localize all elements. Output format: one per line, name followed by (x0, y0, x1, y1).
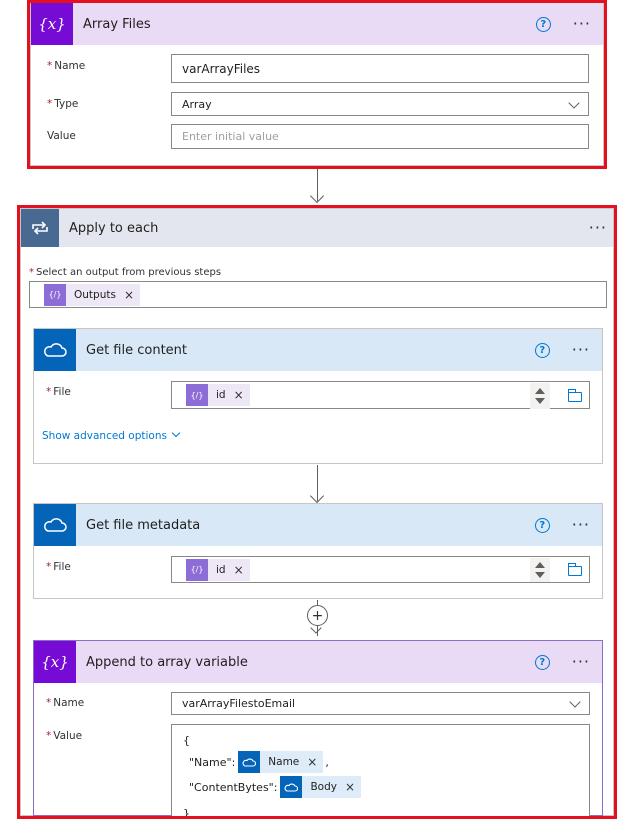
value-editor[interactable]: { "Name": Name × , "ContentBytes": Body … (171, 724, 590, 820)
array-files-header[interactable]: {x} Array Files ? ··· (31, 3, 603, 45)
json-open-brace: { (183, 734, 190, 747)
select-output-input[interactable]: {/} Outputs × (29, 281, 607, 308)
remove-token-icon[interactable]: × (233, 388, 244, 402)
card-title: Append to array variable (86, 654, 248, 670)
more-options-icon[interactable]: ··· (571, 652, 590, 671)
onedrive-cloud-icon (34, 329, 76, 371)
help-icon[interactable]: ? (534, 517, 550, 533)
chevron-down-icon (171, 428, 181, 438)
name-input[interactable]: varArrayFiles (171, 54, 589, 83)
onedrive-cloud-icon (238, 751, 261, 773)
type-select[interactable]: Array (171, 92, 589, 116)
chevron-down-icon (568, 97, 580, 109)
remove-token-icon[interactable]: × (233, 562, 244, 577)
get-file-metadata-header[interactable]: Get file metadata ? ··· (34, 504, 602, 546)
card-title: Get file metadata (86, 517, 201, 533)
name-select[interactable]: varArrayFilestoEmail (171, 692, 590, 715)
spinner-arrows-icon[interactable] (530, 383, 550, 409)
id-token[interactable]: {/} id × (186, 384, 250, 406)
value-input[interactable]: Enter initial value (171, 124, 589, 149)
help-icon[interactable]: ? (534, 654, 550, 670)
append-header[interactable]: {x} Append to array variable ? ··· (34, 641, 602, 683)
type-label: *Type (47, 98, 79, 110)
json-line-contentbytes: "ContentBytes": Body × (189, 776, 362, 798)
folder-icon[interactable] (568, 563, 582, 576)
folder-icon[interactable] (568, 389, 582, 402)
card-title: Array Files (83, 16, 151, 32)
json-line-name: "Name": Name × , (189, 751, 329, 773)
value-label: Value (47, 130, 76, 142)
connector-line (317, 465, 318, 501)
add-icon: + (311, 607, 324, 624)
more-options-icon[interactable]: ··· (588, 218, 607, 237)
get-file-content-header[interactable]: Get file content ? ··· (34, 329, 602, 371)
help-icon[interactable]: ? (535, 16, 551, 32)
name-label: *Name (47, 60, 86, 72)
id-token[interactable]: {/} id × (186, 558, 250, 581)
variable-icon: {/} (186, 558, 208, 581)
file-input[interactable]: {/} id × (171, 381, 590, 409)
apply-to-each-header[interactable]: Apply to each ··· (21, 209, 613, 247)
file-input[interactable]: {/} id × (171, 556, 590, 583)
value-label: *Value (46, 730, 83, 742)
spinner-arrows-icon[interactable] (530, 558, 550, 582)
append-to-array-card: {x} Append to array variable ? ··· *Name… (33, 640, 603, 820)
array-files-card: {x} Array Files ? ··· *Name varArrayFile… (30, 2, 604, 166)
remove-token-icon[interactable]: × (123, 287, 135, 302)
name-token[interactable]: Name × (238, 751, 324, 773)
variable-icon: {x} (34, 641, 76, 683)
card-title: Get file content (86, 342, 188, 358)
show-advanced-options-link[interactable]: Show advanced options (42, 428, 181, 442)
variable-icon: {/} (44, 283, 66, 306)
body-token[interactable]: Body × (280, 776, 362, 798)
select-output-label: *Select an output from previous steps (29, 267, 222, 278)
help-icon[interactable]: ? (534, 342, 550, 358)
file-label: *File (46, 386, 71, 398)
name-label: *Name (46, 697, 85, 709)
add-step-button[interactable]: + (307, 605, 328, 626)
more-options-icon[interactable]: ··· (572, 14, 591, 33)
onedrive-cloud-icon (34, 504, 76, 546)
outputs-token[interactable]: {/} Outputs × (44, 283, 141, 306)
get-file-content-card: Get file content ? ··· *File {/} id × Sh… (33, 328, 603, 464)
onedrive-cloud-icon (280, 776, 303, 798)
get-file-metadata-card: Get file metadata ? ··· *File {/} id × (33, 503, 603, 599)
svg-text:{x}: {x} (38, 15, 66, 33)
svg-text:{x}: {x} (41, 653, 69, 671)
loop-icon (21, 209, 59, 247)
remove-token-icon[interactable]: × (307, 755, 318, 769)
card-title: Apply to each (69, 220, 159, 236)
file-label: *File (46, 561, 71, 573)
chevron-down-icon (569, 696, 581, 708)
arrow-down-icon (309, 188, 325, 204)
variable-icon: {x} (31, 3, 73, 45)
json-close-brace: } (183, 807, 190, 820)
more-options-icon[interactable]: ··· (571, 340, 590, 359)
more-options-icon[interactable]: ··· (571, 515, 590, 534)
variable-icon: {/} (186, 384, 208, 406)
remove-token-icon[interactable]: × (344, 780, 356, 794)
connector-line (317, 169, 318, 201)
